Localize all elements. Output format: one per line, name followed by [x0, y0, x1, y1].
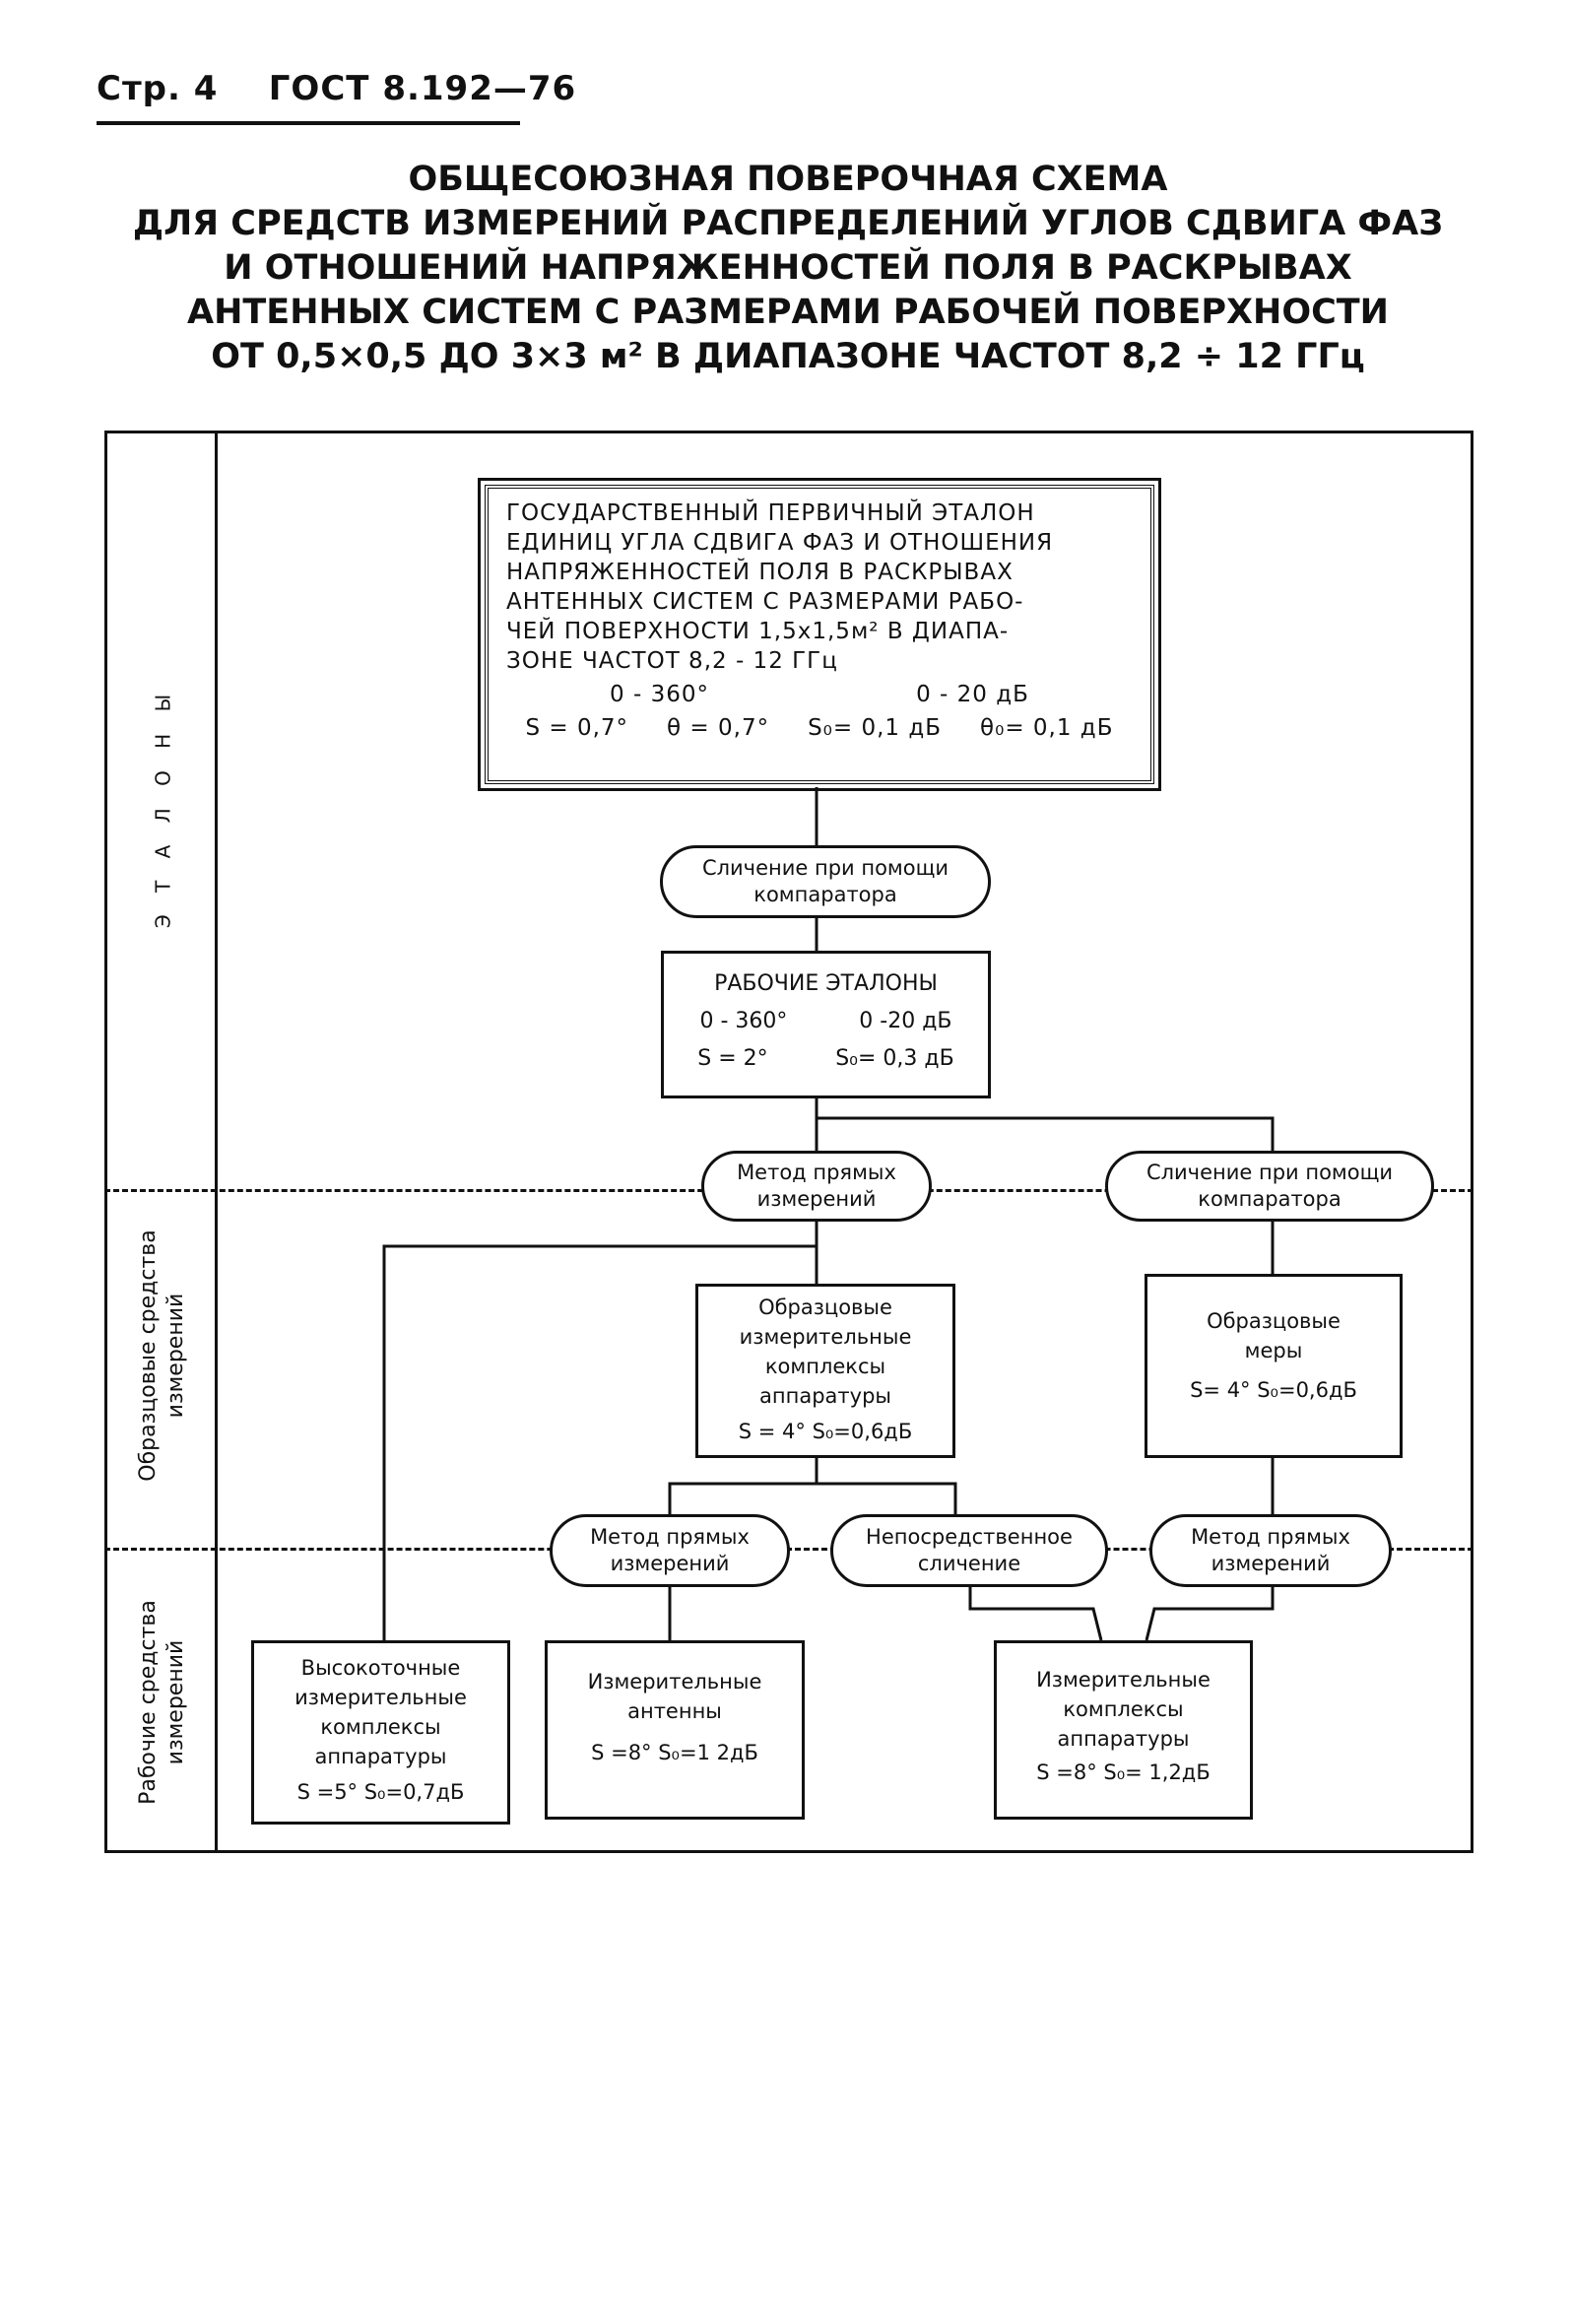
measuring-antennas-box: Измерительные антенны S =8° S₀=1 2дБ [545, 1640, 805, 1820]
reference-complexes-accuracy: S = 4° S₀=0,6дБ [738, 1420, 913, 1443]
primary-text-line: ЕДИНИЦ УГЛА СДВИГА ФАЗ И ОТНОШЕНИЯ [506, 530, 1054, 556]
primary-theta-db: θ₀= 0,1 дБ [980, 715, 1114, 741]
connector [817, 1116, 1275, 1151]
primary-s-phase: S = 0,7° [525, 715, 629, 741]
title-line: ОБЩЕСОЮЗНАЯ ПОВЕРОЧНАЯ СХЕМА [408, 160, 1168, 199]
reference-complexes-box: Образцовые измерительные комплексы аппар… [695, 1284, 955, 1458]
working-standards-box: РАБОЧИЕ ЭТАЛОНЫ 0 - 360° 0 -20 дБ S = 2°… [661, 951, 991, 1098]
title-line: И ОТНОШЕНИЙ НАПРЯЖЕННОСТЕЙ ПОЛЯ В РАСКРЫ… [224, 248, 1352, 288]
connector [968, 1587, 1103, 1641]
high-precision-complexes-box: Высокоточные измерительные комплексы апп… [251, 1640, 510, 1825]
working-complexes-accuracy: S =8° S₀= 1,2дБ [1036, 1760, 1211, 1784]
working-range-phase: 0 - 360° [699, 1009, 788, 1033]
connector [817, 1482, 957, 1514]
scheme-frame [104, 431, 1473, 1853]
working-range-db: 0 -20 дБ [859, 1009, 952, 1033]
primary-text-line: АНТЕННЫХ СИСТЕМ С РАЗМЕРАМИ РАБО- [506, 589, 1024, 615]
primary-text-line: НАПРЯЖЕННОСТЕЙ ПОЛЯ В РАСКРЫВАХ [506, 560, 1014, 585]
primary-theta-phase: θ = 0,7° [667, 715, 770, 741]
page-number: Стр. 4 [97, 69, 219, 108]
primary-standard-box: ГОСУДАРСТВЕННЫЙ ПЕРВИЧНЫЙ ЭТАЛОН ЕДИНИЦ … [478, 478, 1161, 791]
title-line: АНТЕННЫХ СИСТЕМ С РАЗМЕРАМИ РАБОЧЕЙ ПОВЕ… [187, 293, 1389, 332]
working-s-phase: S = 2° [697, 1046, 768, 1071]
section-column-divider [215, 431, 218, 1853]
working-title: РАБОЧИЕ ЭТАЛОНЫ [714, 971, 938, 996]
reference-measures-accuracy: S= 4° S₀=0,6дБ [1190, 1378, 1357, 1402]
primary-s-db: S₀= 0,1 дБ [808, 715, 943, 741]
standard-number: ГОСТ 8.192—76 [268, 69, 577, 108]
primary-range-phase: 0 - 360° [610, 682, 710, 707]
reference-measures-box: Образцовые меры S= 4° S₀=0,6дБ [1145, 1274, 1403, 1458]
primary-text-line: ЗОНЕ ЧАСТОТ 8,2 - 12 ГГц [506, 648, 838, 674]
title-line: ОТ 0,5×0,5 ДО 3×3 м² В ДИАПАЗОНЕ ЧАСТОТ … [211, 337, 1365, 376]
measuring-antennas-accuracy: S =8° S₀=1 2дБ [591, 1741, 758, 1764]
primary-range-db: 0 - 20 дБ [916, 682, 1029, 707]
connector [1145, 1587, 1275, 1641]
high-precision-accuracy: S =5° S₀=0,7дБ [296, 1780, 465, 1804]
working-s-db: S₀= 0,3 дБ [835, 1046, 954, 1071]
page-header: Стр. 4 ГОСТ 8.192—76 [97, 69, 576, 108]
connector [382, 1244, 817, 1640]
primary-text-line: ГОСУДАРСТВЕННЫЙ ПЕРВИЧНЫЙ ЭТАЛОН [506, 500, 1035, 526]
document-title: ОБЩЕСОЮЗНАЯ ПОВЕРОЧНАЯ СХЕМА ДЛЯ СРЕДСТВ… [118, 158, 1458, 379]
title-line: ДЛЯ СРЕДСТВ ИЗМЕРЕНИЙ РАСПРЕДЕЛЕНИЙ УГЛО… [132, 204, 1444, 243]
connector [668, 1458, 818, 1514]
header-underline [97, 121, 520, 125]
working-complexes-box: Измерительные комплексы аппаратуры S =8°… [994, 1640, 1253, 1820]
primary-text-line: ЧЕЙ ПОВЕРХНОСТИ 1,5x1,5м² В ДИАПА- [506, 619, 1010, 644]
